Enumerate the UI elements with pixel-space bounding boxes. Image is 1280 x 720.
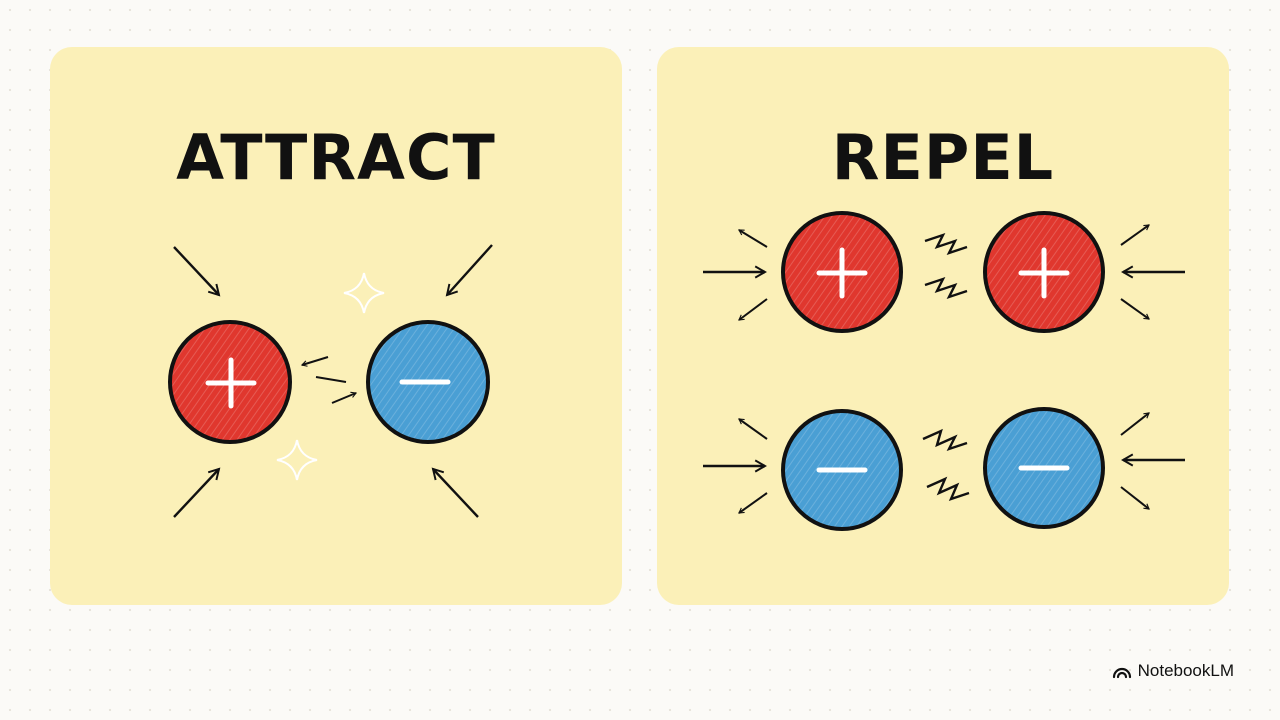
repel-row-positive [703,211,1185,333]
inward-arrow [173,467,221,518]
outward-arrow [1120,486,1150,510]
outward-arrow [1120,412,1150,436]
inward-arrow [173,246,221,297]
inward-arrow [431,467,479,518]
zigzag-icon [924,276,968,300]
positive-charge [168,320,292,444]
inward-arrow [445,244,493,297]
repel-row-negative [703,407,1185,531]
outward-arrow [738,418,768,440]
plus-sign [205,357,257,409]
outward-arrow [738,298,768,321]
plus-sign [1018,247,1070,299]
sparkle-icon [276,439,318,481]
brand-watermark: NotebookLM [1112,659,1234,683]
outward-arrow [1120,224,1150,246]
repel-title: REPEL [831,121,1055,194]
positive-charge [781,211,903,333]
attract-diagram [168,244,493,518]
negative-charge [366,320,490,444]
plus-sign [816,247,868,299]
brand-label: NotebookLM [1137,661,1234,680]
attraction-arrow [331,391,358,404]
repel-panel: REPEL [657,47,1229,605]
outward-arrow [738,229,768,248]
outward-arrow [738,492,768,514]
zigzag-icon [924,232,968,256]
zigzag-icon [922,428,968,452]
attract-panel: ATTRACT [50,47,622,605]
attract-title: ATTRACT [176,121,496,194]
negative-charge [983,407,1105,529]
positive-charge [983,211,1105,333]
outward-arrow [1120,298,1150,320]
notebooklm-logo-icon [1112,667,1131,679]
repel-diagram [703,211,1185,531]
attraction-arrow [300,356,329,367]
sparkle-icon [343,272,385,314]
zigzag-icon [926,476,970,501]
attraction-arrow [315,376,347,383]
negative-charge [781,409,903,531]
